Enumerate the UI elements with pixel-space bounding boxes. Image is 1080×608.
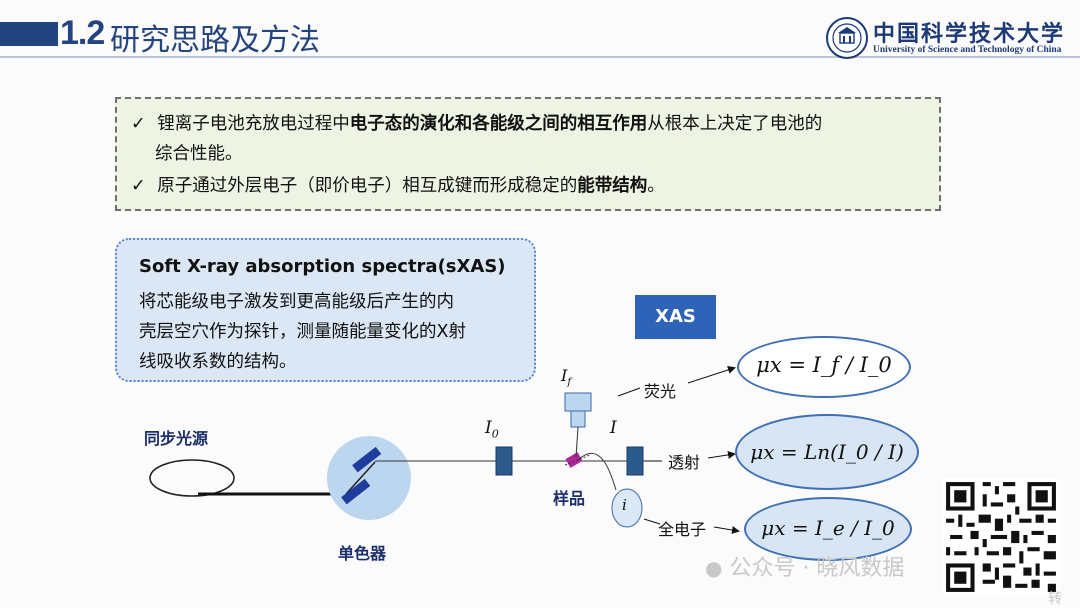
university-seal-icon — [826, 17, 868, 59]
fluorescence-label: 荧光 — [644, 382, 677, 401]
mono-crystal-bottom — [341, 478, 371, 505]
equation-fluorescence: μx = I_f / I_0 — [737, 336, 911, 398]
sample-label: 样品 — [553, 489, 586, 508]
check-icon: ✓ — [131, 114, 146, 134]
if-label: If — [561, 366, 572, 389]
summary-line-1: ✓ 锂离子电池充放电过程中电子态的演化和各能级之间的相互作用从根本上决定了电池的 — [131, 114, 823, 134]
i-detector — [626, 446, 644, 476]
section-number: 1.2 — [60, 14, 105, 52]
method-title: Soft X-ray absorption spectra(sXAS) — [139, 256, 506, 277]
i0-detector — [495, 446, 513, 476]
xas-badge: XAS — [635, 295, 716, 339]
i-label: I — [610, 418, 617, 438]
summary-line-3: ✓ 原子通过外层电子（即价电子）相互成键而形成稳定的能带结构。 — [131, 176, 665, 196]
transmission-label: 透射 — [668, 453, 701, 472]
ie-label: i — [622, 496, 627, 514]
logo-chinese-name: 中国科学技术大学 — [873, 21, 1066, 47]
method-line-1: 将芯能级电子激发到更高能级后产生的内 — [139, 292, 454, 312]
summary-box: ✓ 锂离子电池充放电过程中电子态的演化和各能级之间的相互作用从根本上决定了电池的… — [115, 97, 941, 211]
equation-transmission: μx = Ln(I_0 / I) — [735, 414, 919, 490]
sample-icon — [565, 452, 583, 468]
method-line-2: 壳层空穴作为探针，测量随能量变化的X射 — [139, 322, 466, 342]
page-title: 研究思路及方法 — [110, 23, 320, 58]
total-electron-label: 全电子 — [658, 520, 707, 539]
equation-total-electron: μx = I_e / I_0 — [744, 497, 912, 561]
wechat-icon: ● — [705, 556, 723, 580]
logo-english-name: University of Science and Technology of … — [873, 45, 1062, 55]
watermark: ● 公众号 · 晓风数据 — [705, 556, 905, 581]
method-line-3: 线吸收系数的结构。 — [139, 352, 297, 372]
i0-label: I0 — [485, 418, 499, 441]
watermark-suffix: 转 — [1048, 591, 1062, 607]
synchrotron-ring-icon — [149, 459, 235, 497]
title-accent-bar — [0, 22, 58, 46]
summary-line-2: 综合性能。 — [155, 144, 243, 164]
source-label: 同步光源 — [144, 429, 209, 448]
mono-crystal-top — [352, 446, 382, 473]
method-box: Soft X-ray absorption spectra(sXAS) 将芯能级… — [115, 238, 536, 382]
if-detector — [564, 392, 592, 412]
monochromator-icon — [327, 436, 411, 520]
check-icon: ✓ — [131, 176, 146, 196]
qr-code-icon[interactable] — [942, 478, 1060, 596]
university-logo: 中国科学技术大学 University of Science and Techn… — [825, 16, 1070, 60]
ie-detector — [611, 488, 643, 528]
monochromator-label: 单色器 — [338, 544, 387, 563]
title-divider — [0, 56, 1080, 58]
